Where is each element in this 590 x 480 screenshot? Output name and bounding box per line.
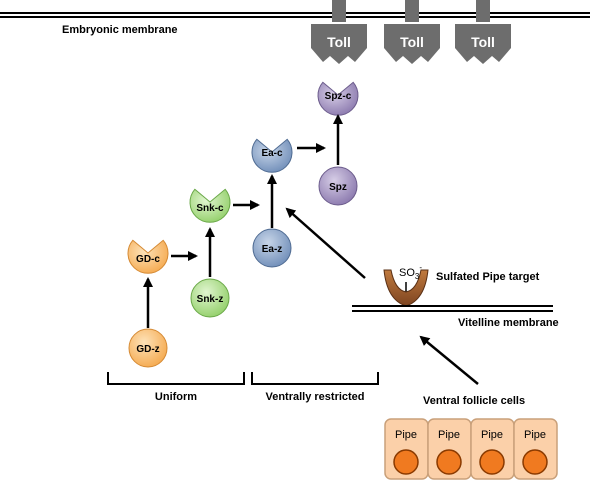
toll-receptor: Toll <box>455 0 511 64</box>
sulfated-pipe-target: SO3- <box>383 263 429 307</box>
snk-z-node: Snk-z <box>190 278 230 318</box>
toll-label: Toll <box>400 34 424 50</box>
nucleus <box>436 449 462 475</box>
arrow-pipe-target-to-activation <box>285 207 366 279</box>
ea-c-node: Ea-c <box>251 138 293 173</box>
sulfated-pipe-target-label: Sulfated Pipe target <box>436 271 540 283</box>
follicle-cell: Pipe <box>384 418 429 480</box>
ventral-follicle-cells-label: Ventral follicle cells <box>423 395 525 407</box>
gd-c-label: GD-c <box>136 254 160 265</box>
embryonic-membrane <box>0 12 590 18</box>
follicle-cell: Pipe <box>427 418 472 480</box>
pipe-label: Pipe <box>524 429 546 441</box>
pipe-label: Pipe <box>395 429 417 441</box>
pipe-label: Pipe <box>481 429 503 441</box>
snk-c-node: Snk-c <box>189 188 231 223</box>
ea-z-node: Ea-z <box>252 228 292 268</box>
gd-z-label: GD-z <box>136 344 159 355</box>
spz-c-node: Spz-c <box>317 81 359 116</box>
nucleus <box>522 449 548 475</box>
ventral-follicle-cells: Pipe Pipe Pipe Pipe <box>384 418 558 480</box>
spz-node: Spz <box>318 166 358 206</box>
nucleus <box>479 449 505 475</box>
snk-z-label: Snk-z <box>197 294 224 305</box>
gd-z-node: GD-z <box>128 328 168 368</box>
toll-receptor: Toll <box>311 0 367 64</box>
uniform-bracket <box>107 372 245 385</box>
pipe-label: Pipe <box>438 429 460 441</box>
ea-c-label: Ea-c <box>261 148 283 159</box>
ea-z-label: Ea-z <box>262 244 283 255</box>
arrow-follicle-to-pipe-target <box>419 335 479 385</box>
nucleus <box>393 449 419 475</box>
toll-receptor: Toll <box>384 0 440 64</box>
spz-c-label: Spz-c <box>325 91 352 102</box>
uniform-label: Uniform <box>155 391 197 403</box>
follicle-cell: Pipe <box>513 418 558 480</box>
ventrally-restricted-bracket <box>251 372 379 385</box>
ventrally-restricted-label: Ventrally restricted <box>265 391 364 403</box>
so3-label: SO3- <box>399 263 422 281</box>
vitelline-membrane <box>352 305 553 312</box>
toll-label: Toll <box>327 34 351 50</box>
snk-c-label: Snk-c <box>196 203 224 214</box>
toll-label: Toll <box>471 34 495 50</box>
embryonic-membrane-label: Embryonic membrane <box>62 24 178 36</box>
vitelline-membrane-label: Vitelline membrane <box>458 317 559 329</box>
follicle-cell: Pipe <box>470 418 515 480</box>
spz-label: Spz <box>329 182 347 193</box>
gd-c-node: GD-c <box>127 239 169 274</box>
